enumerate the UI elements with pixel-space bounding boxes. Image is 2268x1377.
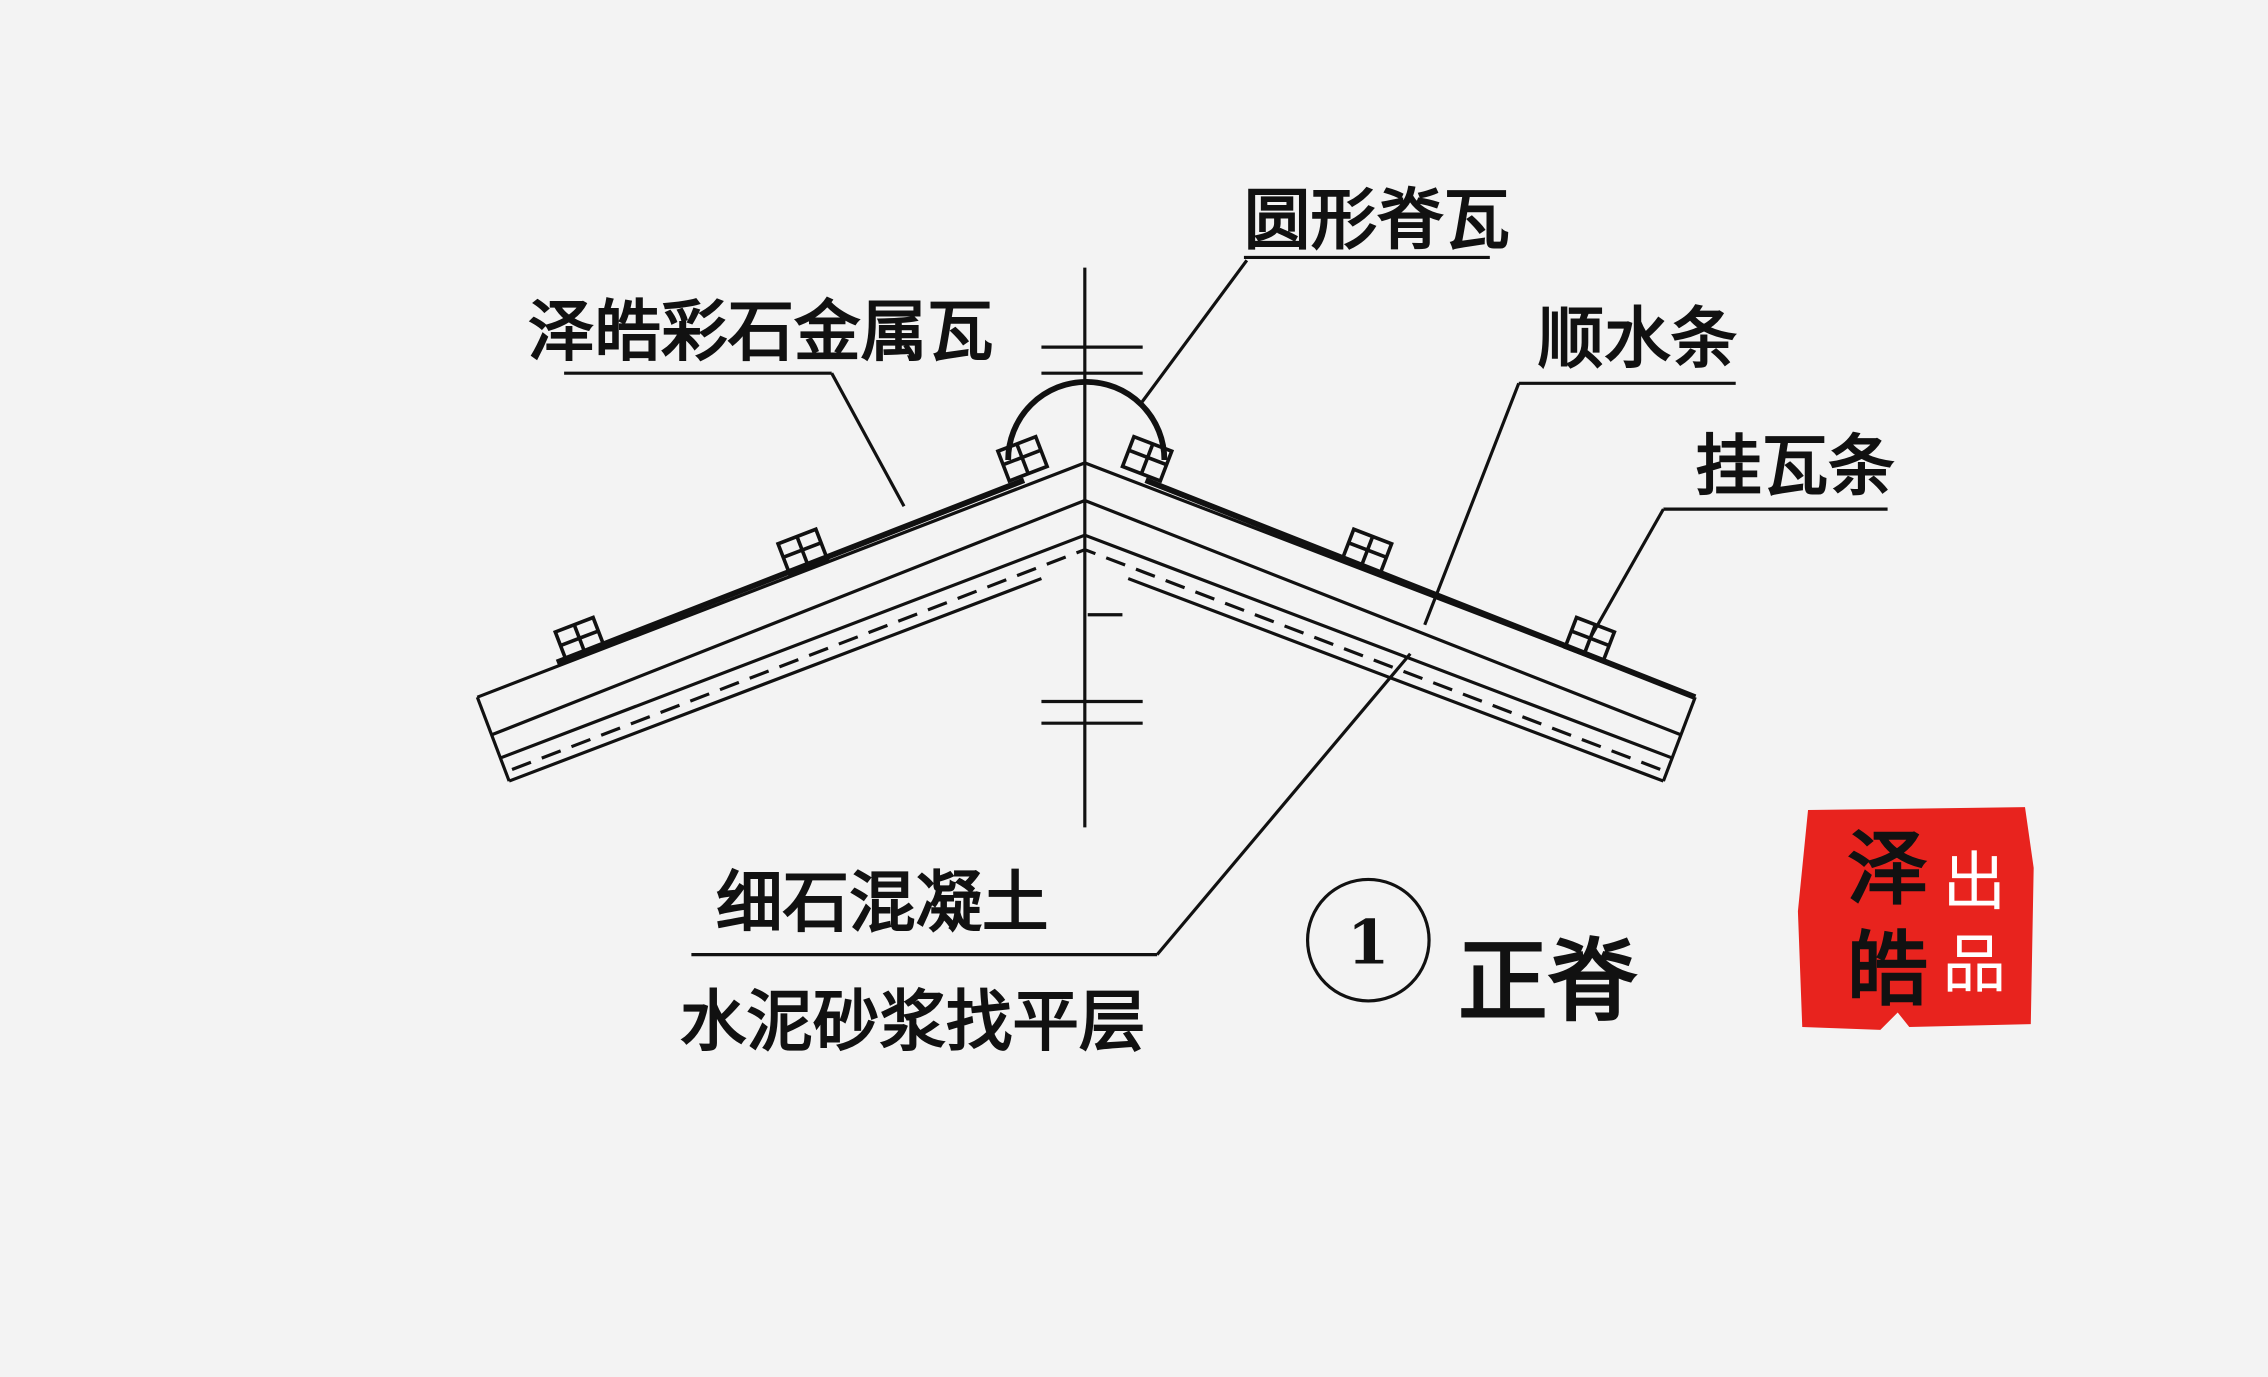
- batten: [775, 526, 830, 576]
- label-metal-tile: 泽皓彩石金属瓦: [528, 292, 994, 370]
- metal-tile: [555, 477, 1697, 700]
- label-fine-concrete: 细石混凝土: [716, 864, 1049, 942]
- center-axis: [1041, 267, 1143, 828]
- brand-stamp: 泽 皓 出 品: [1797, 807, 2034, 1030]
- stamp-char-chu: 出: [1943, 846, 2007, 920]
- label-tile-batten: 挂瓦条: [1695, 427, 1895, 505]
- detail-title: 正脊: [1458, 930, 1639, 1035]
- batten: [995, 434, 1050, 484]
- stamp-char-pin: 品: [1943, 928, 2007, 1002]
- batten: [1562, 615, 1617, 665]
- label-mortar-layer: 水泥砂浆找平层: [680, 982, 1146, 1060]
- ridge-tile-arc: [1005, 378, 1168, 460]
- label-counter-batten: 顺水条: [1538, 300, 1738, 378]
- leader-lines: [564, 255, 1888, 957]
- tile-battens: [552, 434, 1617, 665]
- stamp-char-ze: 泽: [1847, 822, 1928, 917]
- batten: [552, 615, 607, 665]
- batten: [1340, 526, 1394, 576]
- concrete-slab: [475, 461, 1697, 783]
- stamp-char-hao: 皓: [1847, 923, 1928, 1018]
- label-ridge-tile: 圆形脊瓦: [1244, 181, 1510, 259]
- detail-number: 1: [1347, 907, 1389, 978]
- batten: [1120, 434, 1175, 484]
- detail-number-circle: [1305, 877, 1431, 1003]
